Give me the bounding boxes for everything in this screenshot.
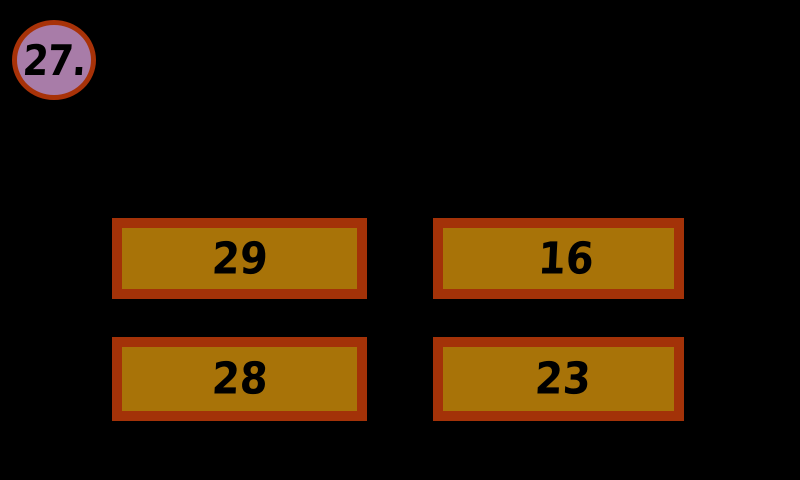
answer-option-1[interactable]: 29	[112, 218, 367, 299]
answer-option-3[interactable]: 28	[112, 337, 367, 421]
answer-option-2-label: 16	[536, 233, 595, 284]
question-number-label: 27.	[21, 35, 87, 85]
answer-option-3-label: 28	[210, 353, 269, 405]
answer-option-4-label: 23	[533, 353, 592, 405]
question-number-badge: 27.	[12, 20, 96, 100]
answer-option-2[interactable]: 16	[433, 218, 684, 299]
answer-option-4[interactable]: 23	[433, 337, 684, 421]
answer-option-1-label: 29	[210, 233, 269, 284]
